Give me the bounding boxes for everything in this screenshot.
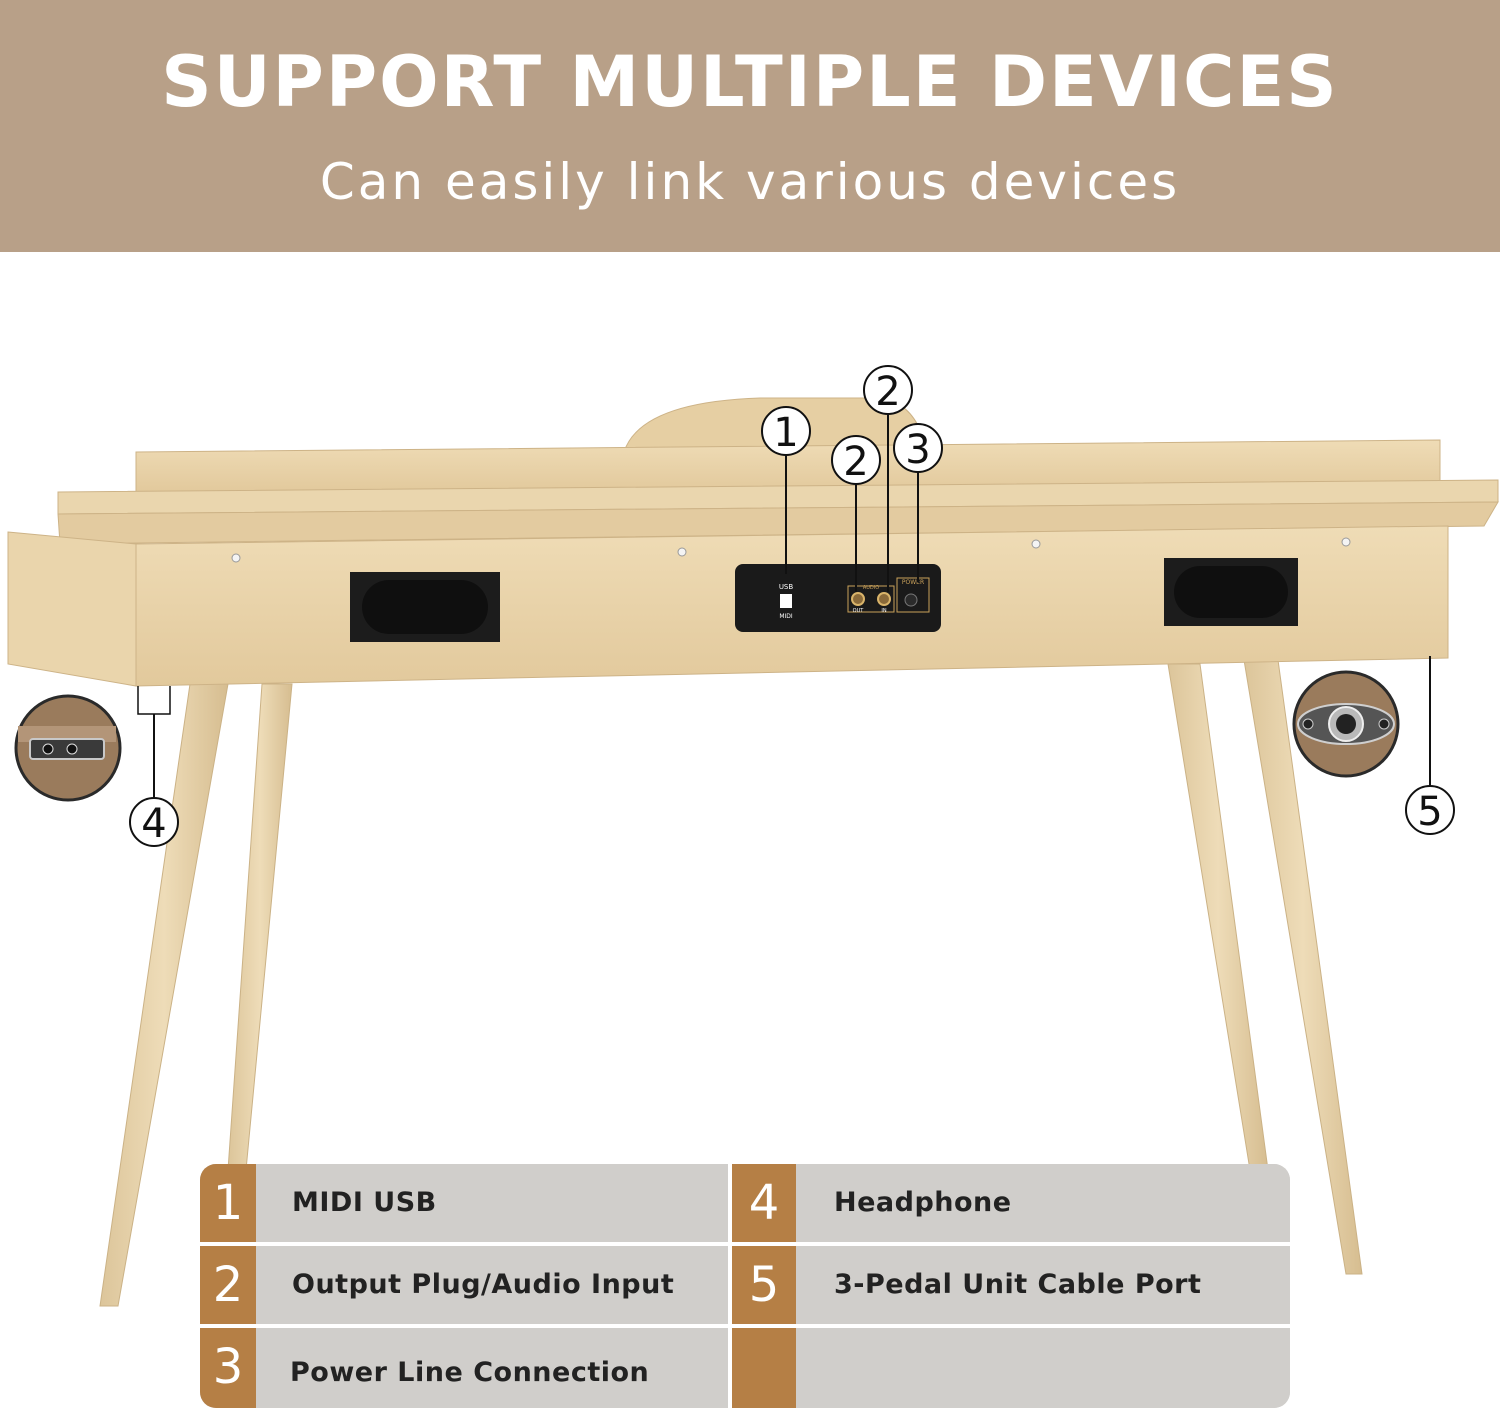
callout-5: 5 (1405, 785, 1455, 835)
legend-item-4: 4 Headphone (732, 1164, 1290, 1242)
callout-number: 4 (141, 801, 166, 847)
panel-label-power: POWER (902, 579, 924, 586)
legend-item-empty (732, 1328, 1290, 1408)
legend-item-1: 1 MIDI USB (200, 1164, 732, 1242)
legend-number (732, 1328, 796, 1408)
audio-bracket (847, 585, 895, 613)
legend-item-2: 2 Output Plug/Audio Input (200, 1246, 732, 1324)
callout-number: 3 (905, 427, 930, 473)
screw (677, 547, 687, 557)
headphone-jack-zoom (14, 694, 122, 802)
speaker-grille (1174, 566, 1288, 618)
legend-item-5: 5 3-Pedal Unit Cable Port (732, 1246, 1290, 1324)
page-title: SUPPORT MULTIPLE DEVICES (161, 41, 1339, 123)
screw (1031, 539, 1041, 549)
page-subtitle: Can easily link various devices (319, 153, 1181, 211)
legend-number: 3 (200, 1328, 256, 1408)
legend-divider (200, 1242, 1290, 1246)
leg-back-left (227, 683, 293, 1171)
callout-1: 1 (761, 406, 811, 456)
callout-2a: 2 (831, 435, 881, 485)
panel-label-in: IN (881, 608, 886, 614)
header-banner: SUPPORT MULTIPLE DEVICES Can easily link… (0, 0, 1500, 252)
legend-item-3: 3 Power Line Connection (200, 1328, 732, 1408)
legend-number: 1 (200, 1164, 256, 1242)
legend-label: 3-Pedal Unit Cable Port (834, 1269, 1202, 1300)
leg-back-right (1167, 663, 1269, 1171)
legend-number: 5 (732, 1246, 796, 1324)
legend-label: Output Plug/Audio Input (292, 1269, 675, 1300)
panel-label-midi: MIDI (779, 613, 793, 620)
audio-in-jack (877, 592, 891, 606)
screw (1341, 537, 1351, 547)
callout-number: 5 (1417, 789, 1442, 835)
callout-number: 1 (773, 410, 798, 456)
callout-2b: 2 (863, 365, 913, 415)
screw (231, 553, 241, 563)
top-ledge-front (57, 501, 1499, 545)
callout-number: 2 (875, 369, 900, 415)
callout-bracket (137, 686, 171, 715)
usb-port (780, 594, 792, 608)
legend-label: Headphone (834, 1187, 1012, 1218)
power-bracket (896, 577, 930, 613)
callout-4: 4 (129, 797, 179, 847)
speaker-grille (362, 580, 488, 634)
piano-illustration: USB MIDI AUDIO OUT IN POWER 1 2 2 3 4 5 (7, 365, 1499, 1307)
panel-label-usb: USB (779, 583, 794, 591)
legend-label: Power Line Connection (290, 1357, 650, 1388)
legend-number: 2 (200, 1246, 256, 1324)
legend-label: MIDI USB (292, 1187, 437, 1218)
legend-table: 1 MIDI USB 2 Output Plug/Audio Input 3 P… (200, 1164, 1290, 1408)
left-end-block (7, 531, 137, 687)
panel-label-out: OUT (853, 608, 865, 614)
panel-label-audio: AUDIO (863, 585, 879, 591)
callout-number: 2 (843, 439, 868, 485)
connector-panel (735, 564, 941, 632)
power-jack (904, 593, 918, 607)
legend-number: 4 (732, 1164, 796, 1242)
legend-divider (728, 1164, 732, 1408)
callout-3: 3 (893, 423, 943, 473)
audio-out-jack (851, 592, 865, 606)
pedal-port-zoom (1292, 670, 1400, 778)
legend-divider (200, 1324, 1290, 1328)
